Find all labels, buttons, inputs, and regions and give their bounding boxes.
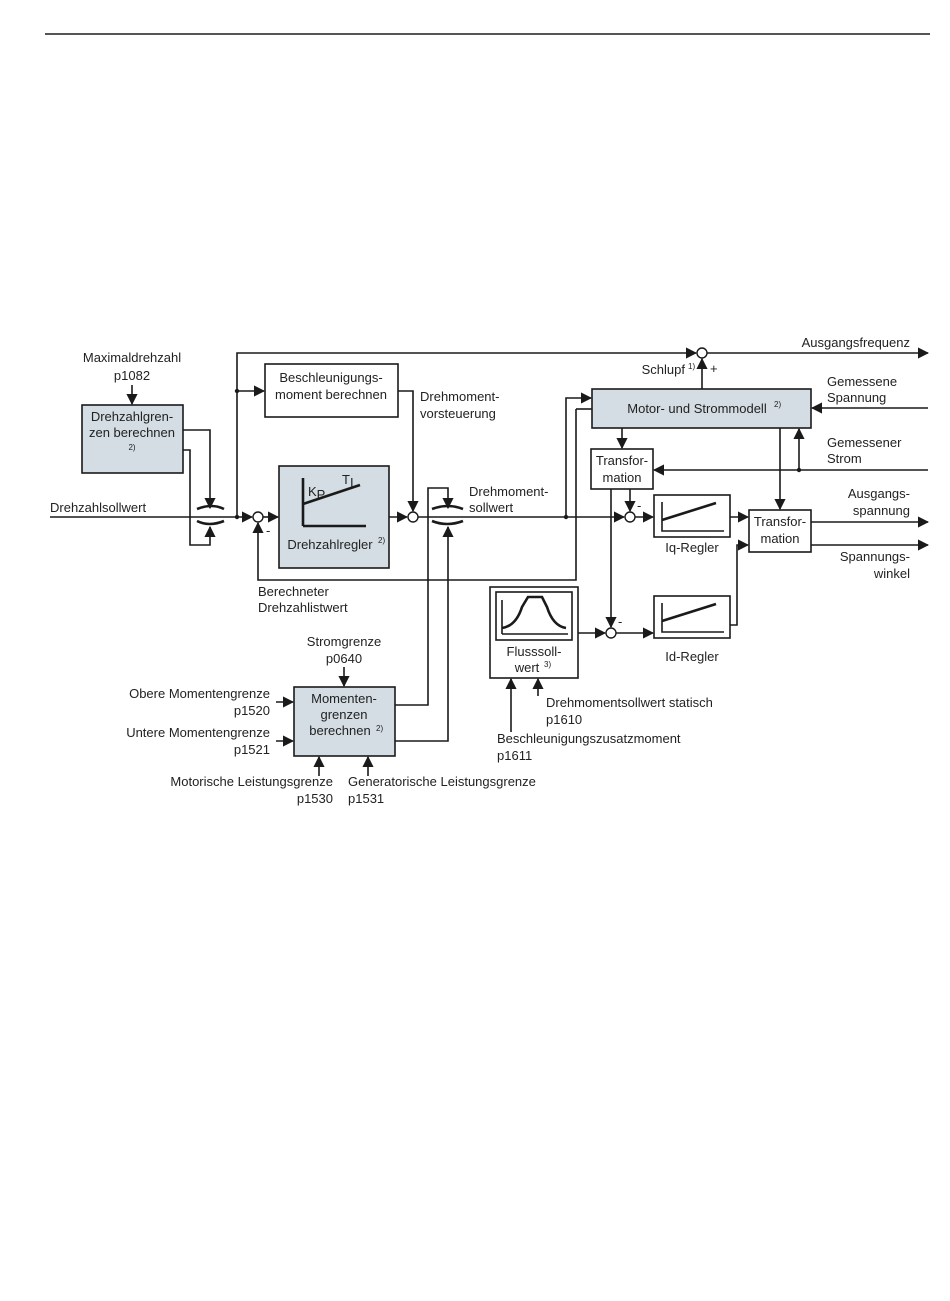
speed-limits-block: Drehzahlgren- zen berechnen 2) bbox=[81, 404, 184, 474]
lower-torque-limit-label: Untere Momentengrenze bbox=[126, 725, 270, 740]
motor-model-label: Motor- und Strommodell bbox=[627, 401, 767, 416]
transformation-out-label-2: mation bbox=[760, 531, 799, 546]
output-frequency-label: Ausgangsfrequenz bbox=[802, 335, 910, 350]
id-controller-label: Id-Regler bbox=[665, 649, 719, 664]
flux-curve bbox=[501, 595, 567, 630]
iq-controller-label: Iq-Regler bbox=[665, 540, 719, 555]
calculated-speed-label-2: Drehzahlistwert bbox=[258, 600, 348, 615]
frequency-sum bbox=[696, 347, 708, 359]
motor-power-limit-param: p1530 bbox=[297, 791, 333, 806]
torque-limits-footnote: 2) bbox=[376, 724, 383, 733]
speed-error-minus-sign: - bbox=[266, 523, 270, 538]
flux-setpoint-label-2: wert bbox=[514, 660, 540, 675]
flux-setpoint-label-1: Flusssoll- bbox=[507, 644, 562, 659]
transformation-out-block: Transfor- mation bbox=[748, 509, 812, 553]
generator-power-limit-param: p1531 bbox=[348, 791, 384, 806]
flux-setpoint-block: Flusssoll- wert 3) bbox=[489, 586, 579, 679]
static-torque-setpoint-param: p1610 bbox=[546, 712, 582, 727]
torque-limits-label-1: Momenten- bbox=[311, 691, 377, 706]
accel-additional-torque-param: p1611 bbox=[497, 748, 532, 763]
accel-torque-label-2: moment berechnen bbox=[275, 387, 387, 402]
upper-torque-limit-label: Obere Momentengrenze bbox=[129, 686, 270, 701]
voltage-angle-label-1: Spannungs- bbox=[840, 549, 910, 564]
torque-precontrol-sum bbox=[407, 511, 419, 523]
accel-additional-torque-label: Beschleunigungszusatzmoment bbox=[497, 731, 681, 746]
iq-controller-block: Iq-Regler bbox=[653, 494, 731, 555]
measured-current-label-1: Gemessener bbox=[827, 435, 902, 450]
torque-precontrol-label-2: vorsteuerung bbox=[420, 406, 496, 421]
kp-label: KP bbox=[308, 484, 325, 502]
static-torque-setpoint-label: Drehmomentsollwert statisch bbox=[546, 695, 713, 710]
speed-limits-label-2: zen berechnen bbox=[89, 425, 175, 440]
output-voltage-label-1: Ausgangs- bbox=[848, 486, 910, 501]
id-minus-sign: - bbox=[618, 614, 622, 629]
motor-model-footnote: 2) bbox=[774, 400, 781, 409]
torque-precontrol-label-1: Drehmoment- bbox=[420, 389, 499, 404]
speed-limits-footnote: 2) bbox=[128, 443, 135, 452]
transformation-out-label-1: Transfor- bbox=[754, 514, 806, 529]
lower-torque-limit-param: p1521 bbox=[234, 742, 270, 757]
speed-controller-block: KP TI Drehzahlregler 2) bbox=[278, 465, 390, 569]
transformation-in-block: Transfor- mation bbox=[590, 448, 654, 490]
speed-setpoint-label: Drehzahlsollwert bbox=[50, 500, 146, 515]
speed-limits-label-1: Drehzahlgren- bbox=[91, 409, 173, 424]
id-characteristic bbox=[661, 602, 717, 623]
iq-characteristic bbox=[661, 501, 717, 522]
accel-torque-label-1: Beschleunigungs- bbox=[279, 370, 382, 385]
output-voltage-label-2: spannung bbox=[853, 503, 910, 518]
signal-wires bbox=[50, 347, 930, 776]
motor-power-limit-label: Motorische Leistungsgrenze bbox=[170, 774, 333, 789]
max-speed-label: Maximaldrehzahl bbox=[83, 350, 181, 365]
current-limit-param: p0640 bbox=[326, 651, 362, 666]
measured-current-label-2: Strom bbox=[827, 451, 862, 466]
current-limit-label: Stromgrenze bbox=[307, 634, 381, 649]
flux-setpoint-footnote: 3) bbox=[544, 660, 551, 669]
accel-torque-block: Beschleunigungs- moment berechnen bbox=[264, 363, 399, 418]
voltage-angle-label-2: winkel bbox=[873, 566, 910, 581]
torque-setpoint-label-2: sollwert bbox=[469, 500, 513, 515]
page-header-rule bbox=[45, 33, 930, 35]
torque-setpoint-label-1: Drehmoment- bbox=[469, 484, 548, 499]
calculated-speed-label-1: Berechneter bbox=[258, 584, 329, 599]
iq-axes bbox=[661, 502, 724, 532]
motor-model-block: Motor- und Strommodell 2) bbox=[591, 388, 812, 429]
speed-controller-footnote: 2) bbox=[378, 536, 385, 545]
generator-power-limit-label: Generatorische Leistungsgrenze bbox=[348, 774, 536, 789]
measured-voltage-label-2: Spannung bbox=[827, 390, 886, 405]
measured-voltage-label-1: Gemessene bbox=[827, 374, 897, 389]
transformation-in-label-2: mation bbox=[602, 470, 641, 485]
torque-limits-block: Momenten- grenzen berechnen 2) bbox=[293, 686, 396, 757]
id-axes bbox=[661, 603, 724, 633]
slip-footnote: 1) bbox=[688, 362, 695, 371]
torque-limits-label-2: grenzen bbox=[321, 707, 368, 722]
slip-plus-sign: + bbox=[710, 361, 718, 376]
ti-label: TI bbox=[342, 472, 354, 490]
upper-torque-limit-param: p1520 bbox=[234, 703, 270, 718]
speed-limiter-symbol bbox=[196, 504, 225, 526]
max-speed-param: p1082 bbox=[114, 368, 150, 383]
iq-error-sum bbox=[624, 511, 636, 523]
speed-controller-label: Drehzahlregler bbox=[287, 537, 373, 552]
slip-label: Schlupf bbox=[642, 362, 686, 377]
iq-minus-sign: - bbox=[637, 498, 641, 513]
id-error-sum bbox=[605, 627, 617, 639]
speed-error-sum bbox=[252, 511, 264, 523]
torque-limits-label-3: berechnen bbox=[309, 723, 370, 738]
id-controller-block: Id-Regler bbox=[653, 595, 731, 664]
torque-limiter-symbol bbox=[431, 504, 464, 526]
pi-characteristic bbox=[302, 483, 361, 506]
transformation-in-label-1: Transfor- bbox=[596, 453, 648, 468]
